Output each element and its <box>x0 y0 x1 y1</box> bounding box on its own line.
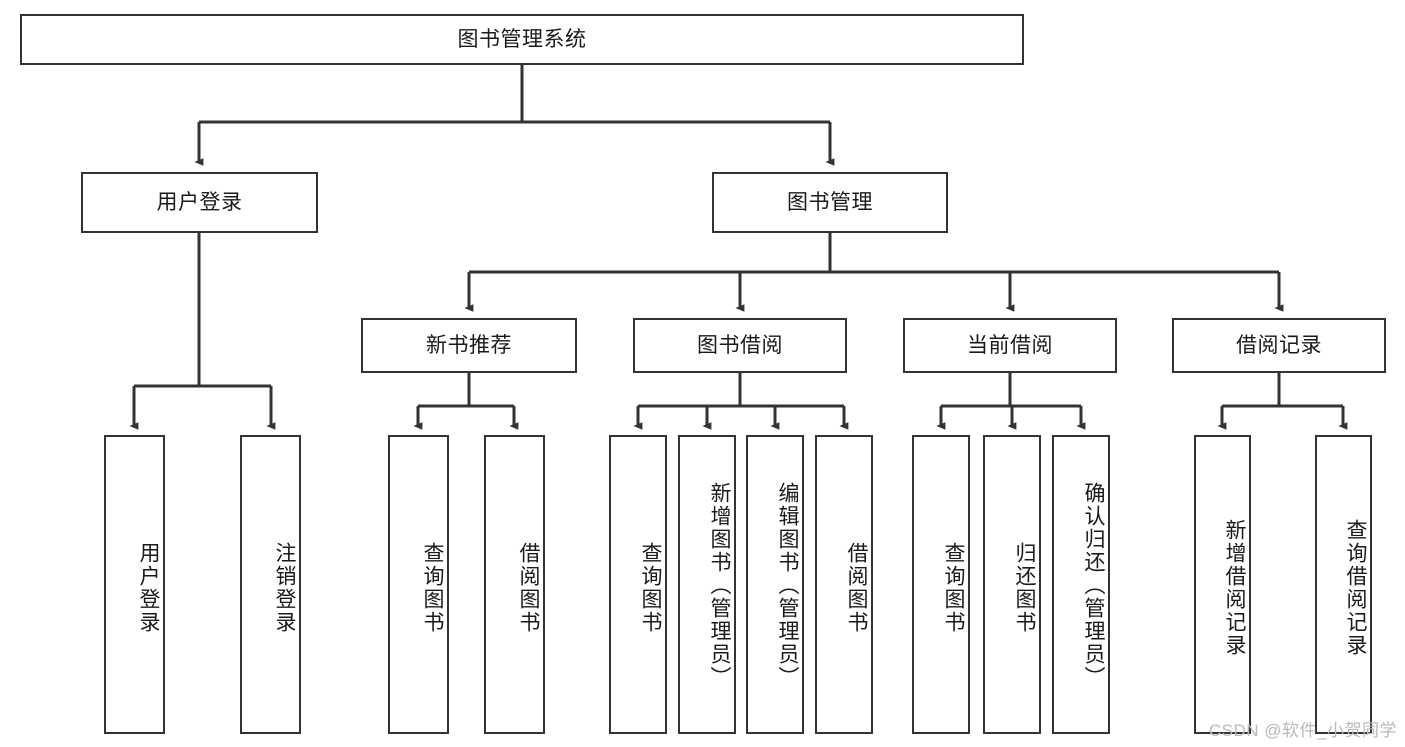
leaf-add-book-admin[interactable]: 新增图书（管理员） <box>678 435 736 734</box>
csdn-watermark: CSDN @软件_小贺同学 <box>1208 721 1397 740</box>
node-book-manage[interactable]: 图书管理 <box>712 172 948 233</box>
leaf-confirm-return-admin[interactable]: 确认归还（管理员） <box>1052 435 1110 734</box>
leaf-return-book[interactable]: 归还图书 <box>983 435 1041 734</box>
leaf-user-logout[interactable]: 注销登录 <box>240 435 301 734</box>
node-borrow-record[interactable]: 借阅记录 <box>1172 318 1386 373</box>
node-current-borrow[interactable]: 当前借阅 <box>903 318 1117 373</box>
leaf-borrow-book-recommend[interactable]: 借阅图书 <box>484 435 545 734</box>
leaf-query-book-borrow[interactable]: 查询图书 <box>609 435 667 734</box>
node-user-login[interactable]: 用户登录 <box>81 172 318 233</box>
leaf-query-book-recommend[interactable]: 查询图书 <box>388 435 449 734</box>
leaf-query-book-current[interactable]: 查询图书 <box>912 435 970 734</box>
node-root[interactable]: 图书管理系统 <box>20 14 1024 65</box>
leaf-add-borrow-record[interactable]: 新增借阅记录 <box>1194 435 1251 734</box>
leaf-user-login[interactable]: 用户登录 <box>104 435 165 734</box>
leaf-borrow-book[interactable]: 借阅图书 <box>815 435 873 734</box>
leaf-query-borrow-record[interactable]: 查询借阅记录 <box>1315 435 1372 734</box>
leaf-edit-book-admin[interactable]: 编辑图书（管理员） <box>746 435 804 734</box>
node-book-borrow[interactable]: 图书借阅 <box>633 318 847 373</box>
node-new-book-recommend[interactable]: 新书推荐 <box>361 318 577 373</box>
